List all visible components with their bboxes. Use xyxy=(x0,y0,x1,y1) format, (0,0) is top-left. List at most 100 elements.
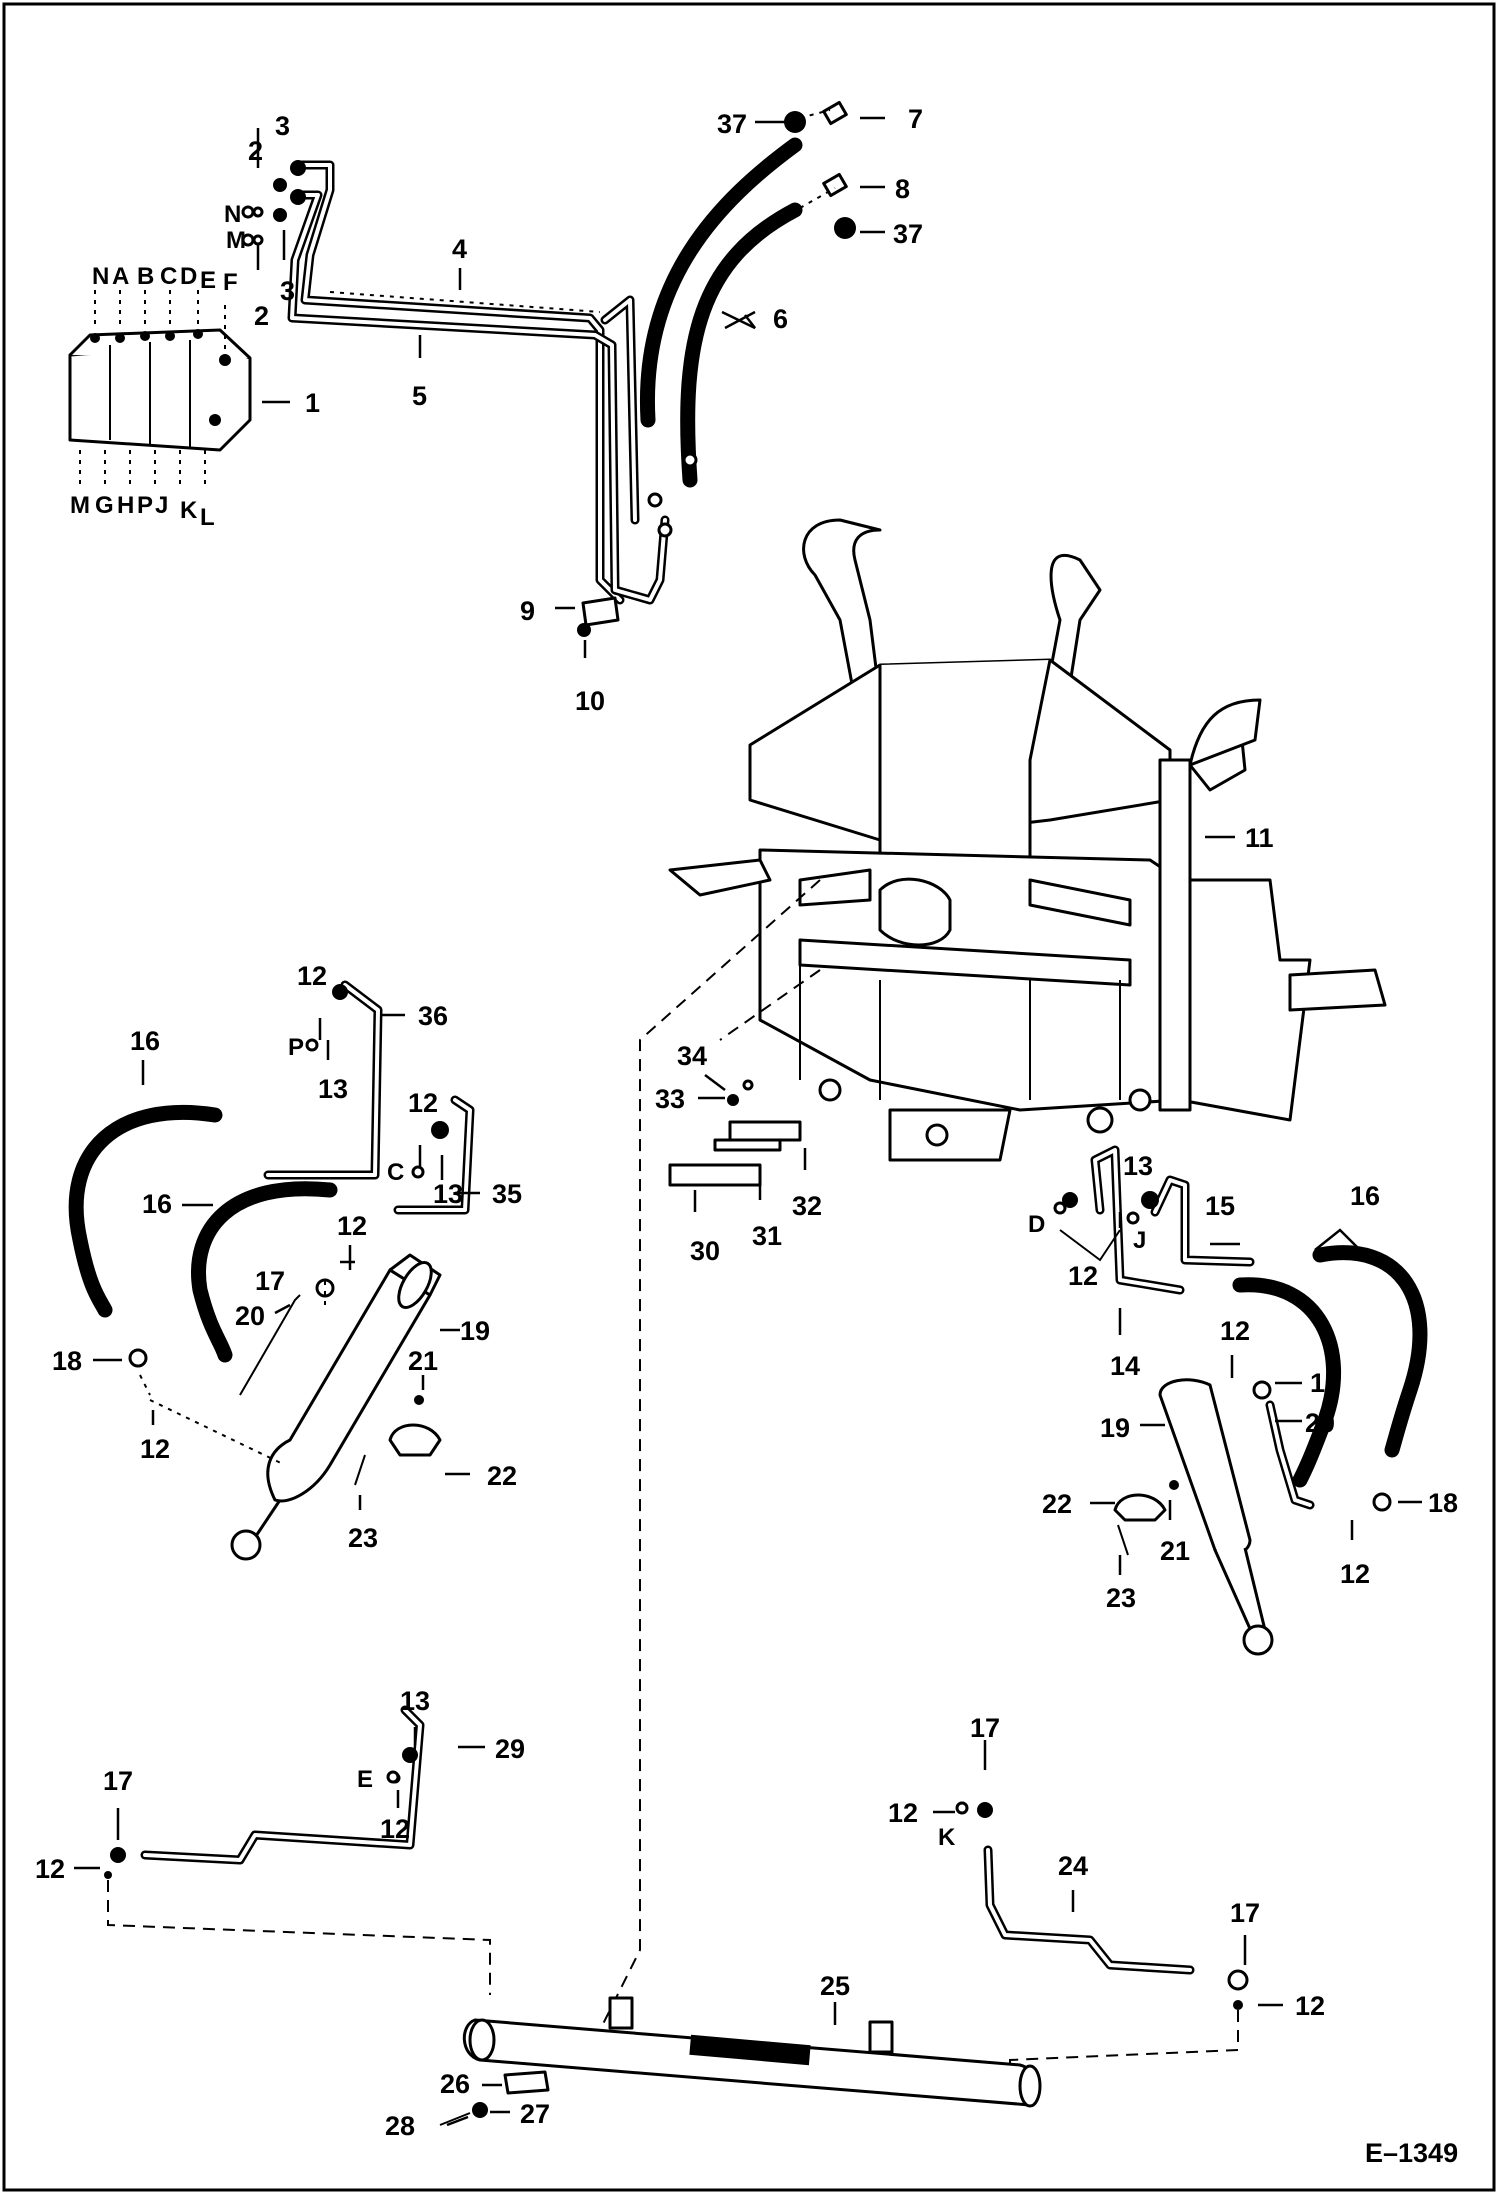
label-12-e: 12 xyxy=(380,1814,410,1844)
label-11: 11 xyxy=(1245,823,1274,853)
label-1: 1 xyxy=(305,388,320,418)
mounting-plates xyxy=(668,1079,802,1187)
port-letter-j: J xyxy=(155,492,168,519)
label-23-r: 23 xyxy=(1106,1583,1136,1613)
label-12-l17: 12 xyxy=(35,1854,65,1884)
left-cylinder-group xyxy=(68,980,475,1561)
label-21-r: 21 xyxy=(1160,1536,1190,1566)
label-17-l: 17 xyxy=(255,1266,285,1296)
label-18-r: 18 xyxy=(1428,1488,1458,1518)
port-letter-n-fitting: N xyxy=(224,201,241,228)
label-19-r: 19 xyxy=(1100,1413,1130,1443)
valve-port-leaders xyxy=(79,290,226,485)
port-letter-g: G xyxy=(95,492,114,519)
label-34: 34 xyxy=(677,1041,707,1071)
label-12-p: 12 xyxy=(297,961,327,991)
label-28: 28 xyxy=(385,2111,415,2141)
port-letter-n: N xyxy=(92,263,109,290)
label-35: 35 xyxy=(492,1179,522,1209)
port-letter-k: K xyxy=(180,497,198,524)
port-letter-p-fitting: P xyxy=(288,1034,304,1061)
label-2a: 2 xyxy=(248,136,263,166)
label-13-j: 13 xyxy=(1123,1151,1153,1181)
label-12-cyl: 12 xyxy=(337,1211,367,1241)
label-10: 10 xyxy=(575,686,605,716)
label-12-r: 12 xyxy=(1295,1991,1325,2021)
label-14: 14 xyxy=(1110,1351,1140,1381)
label-25: 25 xyxy=(820,1971,850,2001)
label-15: 15 xyxy=(1205,1191,1235,1221)
label-20-l: 20 xyxy=(235,1301,265,1331)
port-letter-k-fitting: K xyxy=(938,1824,956,1851)
label-16-l2: 16 xyxy=(142,1189,172,1219)
figure-id: E–1349 xyxy=(1365,2138,1458,2168)
label-17-bl: 17 xyxy=(103,1766,133,1796)
label-12-c: 12 xyxy=(408,1088,438,1118)
port-letter-h: H xyxy=(117,492,134,519)
label-29: 29 xyxy=(495,1734,525,1764)
dashed-line-plates xyxy=(719,969,821,1041)
port-letter-b: B xyxy=(137,263,154,290)
clamp-bracket xyxy=(577,596,620,637)
label-19-l: 19 xyxy=(460,1316,490,1346)
label-12-r17: 12 xyxy=(1220,1316,1250,1346)
port-letter-d-fitting: D xyxy=(1028,1211,1045,1238)
label-12-d: 12 xyxy=(1068,1261,1098,1291)
label-20-r: 20 xyxy=(1305,1408,1335,1438)
label-37b: 37 xyxy=(893,219,923,249)
label-4: 4 xyxy=(452,234,467,264)
label-12-k: 12 xyxy=(888,1798,918,1828)
port-letter-e-fitting: E xyxy=(357,1766,373,1793)
label-36: 36 xyxy=(418,1001,448,1031)
port-letter-m: M xyxy=(70,492,90,519)
label-27: 27 xyxy=(520,2099,550,2129)
label-17-r: 17 xyxy=(1310,1368,1340,1398)
hoses-6 xyxy=(639,100,856,538)
port-letter-c: C xyxy=(160,263,177,290)
port-letters: N A B C D E F M G H P J K L N M P C D J … xyxy=(70,201,1146,1851)
lower-steel-lines xyxy=(104,1705,1249,2085)
port-letter-e: E xyxy=(200,267,216,294)
label-26: 26 xyxy=(440,2069,470,2099)
port-letter-l: L xyxy=(200,504,215,531)
port-letter-j-fitting: J xyxy=(1133,1227,1146,1254)
label-9: 9 xyxy=(520,596,535,626)
leader-lines xyxy=(74,116,1422,2127)
label-7: 7 xyxy=(908,104,923,134)
label-12-18l: 12 xyxy=(140,1434,170,1464)
label-17-br1: 17 xyxy=(970,1713,1000,1743)
control-valve xyxy=(68,328,252,452)
port-letter-c-fitting: C xyxy=(387,1159,404,1186)
label-24: 24 xyxy=(1058,1851,1088,1881)
label-5: 5 xyxy=(412,381,427,411)
label-8: 8 xyxy=(895,174,910,204)
label-21-l: 21 xyxy=(408,1346,438,1376)
label-13-c: 13 xyxy=(433,1179,463,1209)
steel-lines-4-5 xyxy=(252,160,670,605)
dashed-reference-line xyxy=(599,879,821,2031)
label-30: 30 xyxy=(690,1236,720,1266)
port-letter-m-fitting: M xyxy=(226,227,246,254)
label-2b: 2 xyxy=(254,301,269,331)
mounting-frame xyxy=(668,518,1387,1162)
right-cylinder-group xyxy=(1059,1145,1428,1656)
label-23-l: 23 xyxy=(348,1523,378,1553)
label-6: 6 xyxy=(773,304,788,334)
label-31: 31 xyxy=(752,1221,782,1251)
label-18-l: 18 xyxy=(52,1346,82,1376)
label-22-r: 22 xyxy=(1042,1489,1072,1519)
swing-cylinder xyxy=(439,1996,1042,2126)
label-32: 32 xyxy=(792,1191,822,1221)
label-16-r: 16 xyxy=(1350,1181,1380,1211)
label-16-l1: 16 xyxy=(130,1026,160,1056)
label-13-e: 13 xyxy=(400,1686,430,1716)
label-22-l: 22 xyxy=(487,1461,517,1491)
label-12-r18: 12 xyxy=(1340,1559,1370,1589)
label-37a: 37 xyxy=(717,109,747,139)
label-3a: 3 xyxy=(275,111,290,141)
label-17-br2: 17 xyxy=(1230,1898,1260,1928)
label-3b: 3 xyxy=(280,276,295,306)
label-33: 33 xyxy=(655,1084,685,1114)
